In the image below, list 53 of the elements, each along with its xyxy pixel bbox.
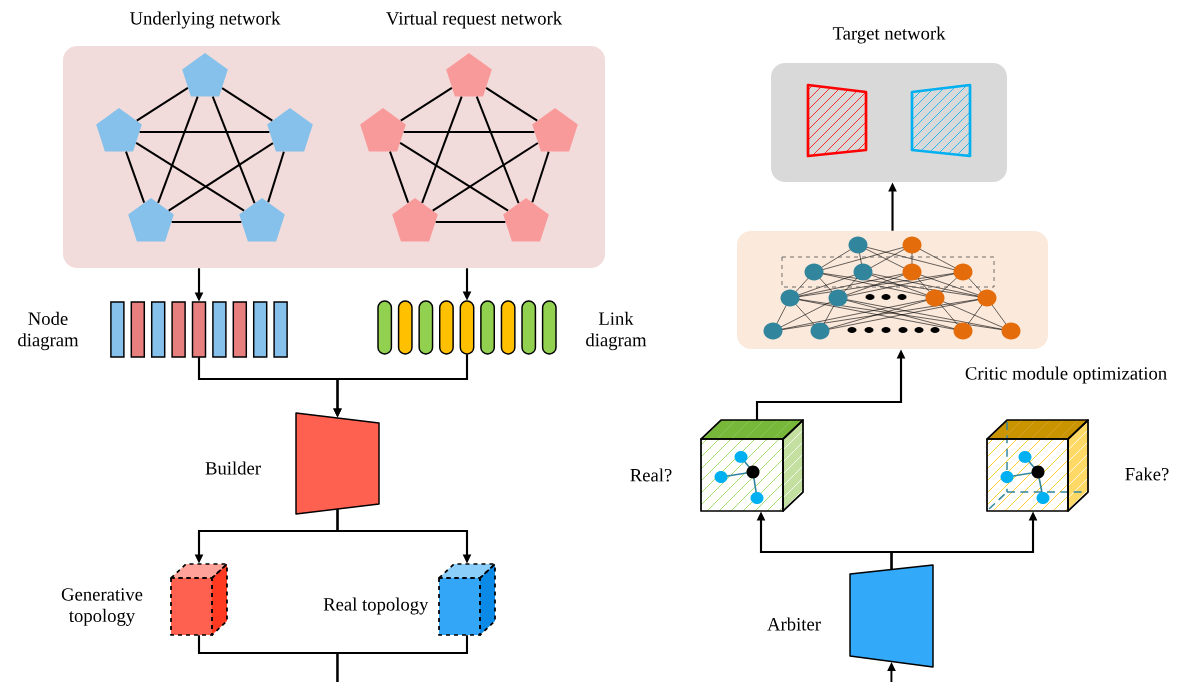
node-label: Real? xyxy=(630,468,672,482)
network-heading: Underlying network xyxy=(129,11,281,29)
link-line xyxy=(475,95,520,205)
link-line xyxy=(125,150,146,204)
pentagon xyxy=(96,108,142,152)
pentagon xyxy=(267,108,313,152)
bar-strip xyxy=(110,301,288,358)
trapezoid-block xyxy=(295,412,380,515)
pentagon xyxy=(532,108,578,152)
link-line xyxy=(157,95,199,204)
cube xyxy=(986,419,1089,512)
link-line xyxy=(138,131,271,133)
link-line xyxy=(434,221,507,223)
node-label: Link diagram xyxy=(586,311,647,351)
link-line xyxy=(167,142,274,212)
trapezoid-block xyxy=(910,83,972,158)
node-label: Critic module optimization xyxy=(965,366,1167,384)
node-label: Fake? xyxy=(1125,467,1169,481)
pentagon xyxy=(239,198,285,242)
link-line xyxy=(389,150,410,204)
link-line xyxy=(221,87,274,122)
pentagon xyxy=(446,53,492,97)
link-line xyxy=(531,150,550,204)
link-line xyxy=(267,150,285,204)
node-label: Node diagram xyxy=(18,311,79,351)
link-line xyxy=(402,131,536,133)
pentagon xyxy=(182,53,228,97)
trapezoid-block xyxy=(849,564,934,668)
link-line xyxy=(211,95,256,205)
pentagon xyxy=(360,108,406,152)
node-label: Generative topology xyxy=(61,588,143,626)
link-line xyxy=(485,86,539,122)
link-line xyxy=(399,86,453,122)
panel-heading: Target network xyxy=(832,26,946,44)
node-label: Arbiter xyxy=(767,617,821,631)
link-line xyxy=(170,221,243,223)
connector-line xyxy=(336,635,469,682)
cube xyxy=(170,563,228,636)
link-line xyxy=(135,141,246,212)
link-line xyxy=(431,142,539,212)
link-line xyxy=(135,86,189,122)
pentagon xyxy=(128,198,174,242)
network-heading: Virtual request network xyxy=(386,11,563,29)
node-label: Real topology xyxy=(323,597,429,615)
link-line xyxy=(421,95,463,204)
link-line xyxy=(399,141,510,212)
node-label: Builder xyxy=(205,461,261,475)
trapezoid-block xyxy=(806,83,868,158)
cube xyxy=(438,563,496,636)
cube xyxy=(700,419,804,512)
pentagon xyxy=(392,198,438,242)
pentagon xyxy=(503,198,549,242)
capsule-strip xyxy=(377,300,557,355)
